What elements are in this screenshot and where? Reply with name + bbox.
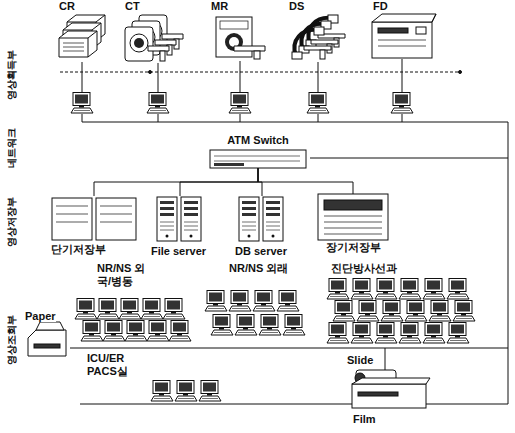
node-label: 단기저장부 <box>50 243 138 256</box>
node-label: MR <box>210 0 266 13</box>
viewing-station: ICU/ER PACS실 <box>86 352 144 380</box>
node-label: ATM Switch <box>208 134 308 147</box>
node-label: File server <box>150 245 210 258</box>
tier-label: 영상획득부 <box>5 48 19 102</box>
node-label: 장기저장부 <box>318 241 388 254</box>
node-label: NR/NS 외국/병동 <box>96 262 158 287</box>
tier-label: 영상조회부 <box>5 313 19 367</box>
network-switch: ATM Switch <box>208 134 308 168</box>
modality-device: MR <box>210 0 266 60</box>
node-label: ICU/ER PACS실 <box>86 352 144 377</box>
node-label: CR <box>58 0 108 13</box>
node-label: DB server <box>234 245 290 258</box>
modality-device: FD <box>372 0 436 58</box>
node-label: CT <box>124 0 184 13</box>
node-label: Paper <box>24 310 68 323</box>
storage-unit: 단기저장부 <box>50 196 138 256</box>
viewing-station: Paper <box>24 310 68 358</box>
tier-label: 네트워크 <box>5 126 19 170</box>
viewing-station: NR/NS 외국/병동 <box>96 262 158 292</box>
modality-device: CR <box>58 0 108 60</box>
node-label: DS <box>288 0 346 13</box>
node-label: FD <box>372 0 436 13</box>
network-link <box>94 168 258 196</box>
network-link <box>180 168 258 196</box>
tier-label: 영상저장부 <box>5 195 19 249</box>
network-link <box>258 168 353 194</box>
node-label: NR/NS 외래 <box>228 262 298 275</box>
viewing-station: NR/NS 외래 <box>228 262 298 288</box>
node-label: Slide <box>346 354 402 367</box>
storage-unit: 장기저장부 <box>318 194 388 254</box>
storage-unit: DB server <box>234 196 290 258</box>
viewing-station: 진단방사선과 <box>330 262 420 276</box>
modality-device: CT <box>124 0 184 62</box>
viewing-station: Slide <box>346 354 402 386</box>
viewing-station: Film <box>352 378 426 426</box>
storage-unit: File server <box>150 196 210 258</box>
modality-device: DS <box>288 0 346 60</box>
node-label: 진단방사선과 <box>330 262 420 275</box>
node-label: Film <box>352 413 426 426</box>
